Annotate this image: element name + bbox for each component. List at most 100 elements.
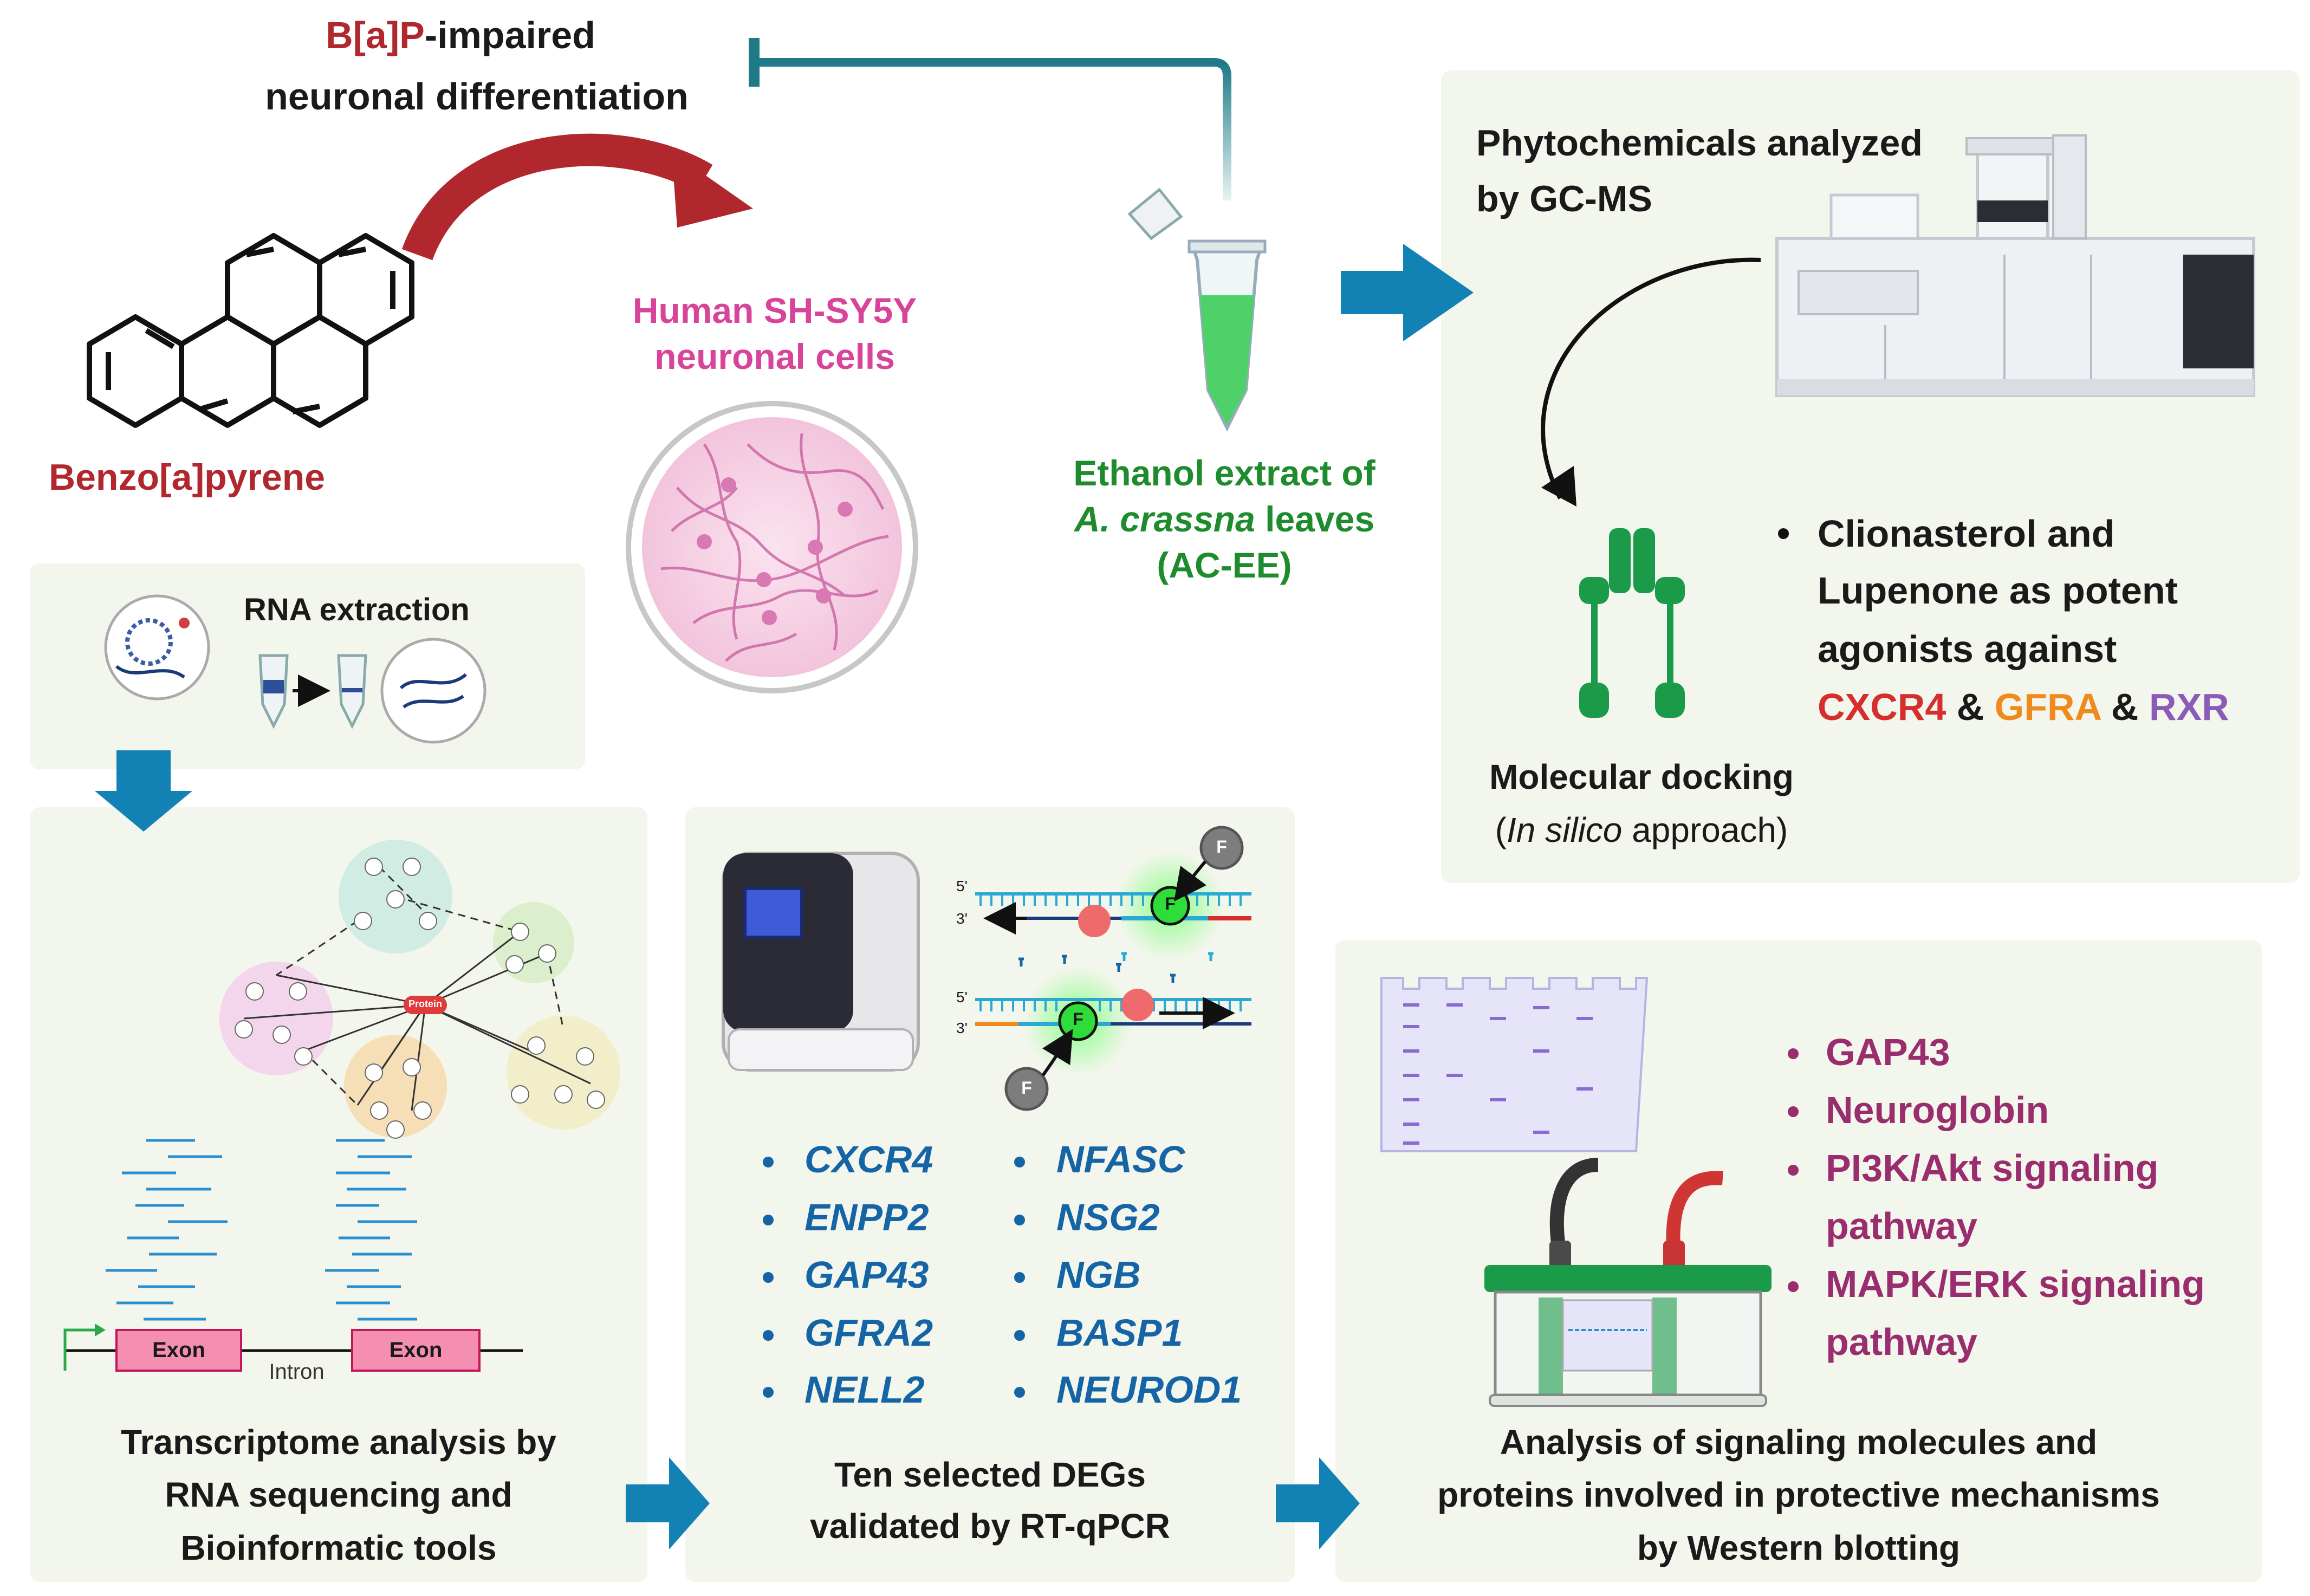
wb-title-line2: proteins involved in protective mechanis… [1437, 1475, 2160, 1514]
probe-5prime-top: 5' [956, 878, 968, 894]
docking-sub-open: ( [1495, 810, 1507, 849]
gene-bullet [763, 1330, 774, 1341]
inhibition-line [753, 58, 1231, 200]
gene-bullet [763, 1215, 774, 1225]
exon-1 [115, 1329, 242, 1372]
transcriptome-line3: Bioinformatic tools [180, 1528, 497, 1567]
docking-flow-arrow [1541, 257, 1761, 499]
wb-bullet [1788, 1165, 1799, 1176]
gcms-instrument [1775, 134, 2255, 397]
qpcr-line1: Ten selected DEGs [834, 1455, 1146, 1494]
main-title-line1: B[a]P-impaired [249, 14, 672, 57]
wb-item-pi3k: PI3K/Akt signaling [1826, 1147, 2159, 1189]
taqman-probes [975, 826, 1251, 1111]
docking-bullet-line2: Lupenone as potent [1818, 569, 2178, 612]
wb-bullet [1788, 1281, 1799, 1292]
wb-bullet [1788, 1106, 1799, 1117]
gene-right-1: NFASC [1056, 1138, 1185, 1180]
wb-item-mapk-cont: pathway [1826, 1321, 1978, 1363]
protein-node [404, 996, 447, 1014]
gcms-label-2: by GC-MS [1476, 178, 1652, 219]
gene-left-2: ENPP2 [804, 1196, 929, 1238]
amp-1: & [1956, 686, 1984, 728]
western-blot-tank [1484, 1158, 1772, 1407]
flow-arrows [95, 244, 1474, 1549]
rna-extraction-label: RNA extraction [244, 592, 470, 627]
wb-title-line1: Analysis of signaling molecules and [1500, 1423, 2098, 1462]
bap-abbrev: B[a]P [326, 14, 425, 56]
gene-left-5: NELL2 [804, 1368, 925, 1411]
wb-item-mapk: MAPK/ERK signaling [1826, 1263, 2205, 1305]
gene-left-4: GFRA2 [804, 1312, 933, 1354]
gene-bullet [1014, 1330, 1025, 1341]
amp-2: & [2111, 686, 2139, 728]
gene-left-1: CXCR4 [804, 1138, 933, 1180]
exon-2-label: Exon [389, 1338, 443, 1362]
rna-extraction-illustration [104, 594, 486, 744]
western-blot-gel [1380, 977, 1649, 1152]
exon-2 [351, 1329, 481, 1372]
target-rxr: RXR [2149, 686, 2229, 728]
docking-bullet-line1: Clionasterol and [1818, 512, 2115, 555]
docking-sub-rest: approach) [1622, 810, 1788, 849]
gene-right-3: NGB [1056, 1254, 1141, 1296]
gene-bullet [1014, 1387, 1025, 1398]
gene-bullet [1014, 1157, 1025, 1167]
gcms-label-1: Phytochemicals analyzed [1476, 122, 1923, 164]
wb-item-pi3k-cont: pathway [1826, 1205, 1978, 1247]
probe-3prime-bottom: 3' [956, 1020, 968, 1036]
title-suffix: -impaired [424, 14, 595, 56]
species-name: A. crassna [1074, 499, 1255, 539]
target-cxcr4: CXCR4 [1818, 686, 1946, 728]
intron-label: Intron [269, 1360, 325, 1384]
wb-bullet [1788, 1048, 1799, 1059]
docking-title: Molecular docking [1489, 757, 1794, 796]
extract-label-2: A. crassna leaves [1018, 498, 1430, 540]
gene-left-3: GAP43 [804, 1254, 929, 1296]
qpcr-line2: validated by RT-qPCR [810, 1507, 1170, 1546]
cells-label-1: Human SH-SY5Y [632, 290, 917, 330]
wb-item-neuroglobin: Neuroglobin [1826, 1089, 2049, 1131]
gene-bullet [763, 1272, 774, 1283]
gene-model [63, 1323, 523, 1372]
in-silico: In silico [1506, 810, 1623, 849]
protein-network [219, 840, 620, 1139]
fluor-label-free-top: F [1216, 837, 1227, 857]
docking-targets: CXCR4 & GFRA & RXR [1818, 685, 2229, 729]
wb-item-gap43: GAP43 [1826, 1031, 1950, 1073]
docking-bullet-line3: agonists against [1818, 628, 2117, 670]
transcriptome-line1: Transcriptome analysis by [121, 1423, 556, 1462]
read-mapping [106, 1139, 417, 1321]
probe-5prime-bottom: 5' [956, 989, 968, 1005]
docking-bullet-dot [1778, 528, 1789, 539]
protein-node-label: Protein [408, 998, 442, 1009]
gene-bullet [763, 1157, 774, 1167]
main-title-line2: neuronal differentiation [265, 75, 689, 118]
transcriptome-line2: RNA sequencing and [165, 1475, 512, 1514]
gene-right-4: BASP1 [1056, 1312, 1183, 1354]
bap-label: Benzo[a]pyrene [49, 457, 326, 498]
extract-label-leaves: leaves [1255, 499, 1375, 539]
probe-3prime-top: 3' [956, 910, 968, 927]
petri-dish [626, 401, 918, 693]
gene-right-2: NSG2 [1056, 1196, 1160, 1238]
gene-bullet [1014, 1215, 1025, 1225]
gene-bullet [763, 1387, 774, 1398]
fluor-label-free-bottom: F [1021, 1078, 1032, 1098]
docking-subtitle: (In silico approach) [1463, 810, 1820, 850]
fluor-label-bottom-glow: F [1073, 1009, 1083, 1029]
qpcr-machine [722, 852, 920, 1072]
target-gfra: GFRA [1994, 686, 2101, 728]
gene-right-5: NEUROD1 [1056, 1368, 1242, 1411]
extract-label-1: Ethanol extract of [1073, 453, 1375, 493]
extract-label-3: (AC-EE) [1157, 545, 1292, 585]
cells-label-2: neuronal cells [654, 336, 895, 377]
receptor-icon [1579, 528, 1685, 718]
benzopyrene-structure [87, 233, 414, 428]
wb-title-line3: by Western blotting [1637, 1528, 1961, 1567]
gene-bullet [1014, 1272, 1025, 1283]
fluor-label-top-glow: F [1165, 894, 1176, 913]
extract-tube [1127, 187, 1267, 432]
bap-exposure-arrow [401, 133, 713, 261]
